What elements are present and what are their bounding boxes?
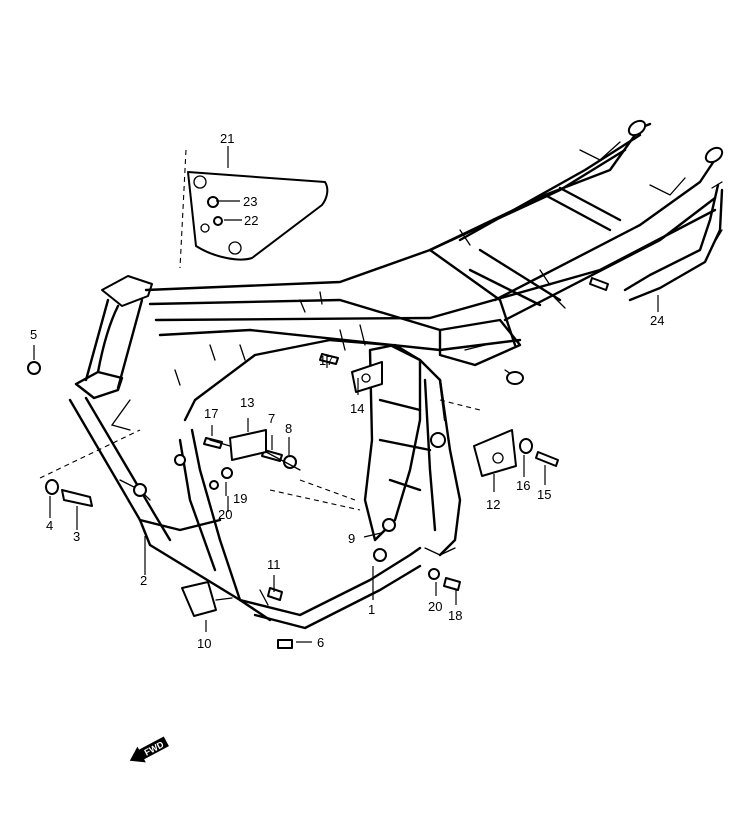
explode-lines [39, 399, 481, 511]
engine-mount-plate-rear [473, 429, 517, 477]
small-fasteners [27, 196, 609, 649]
callout-20-right: 20 [428, 599, 442, 614]
callout-6: 6 [317, 635, 324, 650]
callout-8: 8 [285, 421, 292, 436]
callout-2: 2 [140, 573, 147, 588]
callout-3: 3 [73, 529, 80, 544]
callout-17-upper: 17 [319, 353, 333, 368]
callout-labels: 1 2 3 4 5 6 7 8 9 10 11 12 13 14 15 16 1… [30, 131, 664, 651]
rear-stay [623, 181, 724, 302]
callout-18: 18 [448, 608, 462, 623]
leader-lines [33, 146, 659, 643]
callout-12: 12 [486, 497, 500, 512]
callout-4: 4 [46, 518, 53, 533]
callout-22: 22 [244, 213, 258, 228]
callout-7: 7 [268, 411, 275, 426]
side-cover-panel [179, 149, 329, 269]
fwd-direction-arrow: FWD [129, 736, 169, 763]
callout-17-lower: 17 [204, 406, 218, 421]
callout-13: 13 [240, 395, 254, 410]
callout-20-left: 20 [218, 507, 232, 522]
callout-5: 5 [30, 327, 37, 342]
callout-10: 10 [197, 636, 211, 651]
engine-mount-plate-front [209, 429, 301, 471]
callout-9: 9 [348, 531, 355, 546]
frame-main [68, 119, 724, 630]
engine-mount-bracket [351, 361, 383, 393]
callout-19: 19 [233, 491, 247, 506]
callout-21: 21 [220, 131, 234, 146]
callout-24: 24 [650, 313, 664, 328]
callout-15: 15 [537, 487, 551, 502]
callout-14: 14 [350, 401, 364, 416]
callout-16: 16 [516, 478, 530, 493]
callout-11: 11 [267, 557, 281, 572]
lower-bracket [181, 581, 233, 617]
callout-23: 23 [243, 194, 257, 209]
callout-1: 1 [368, 602, 375, 617]
